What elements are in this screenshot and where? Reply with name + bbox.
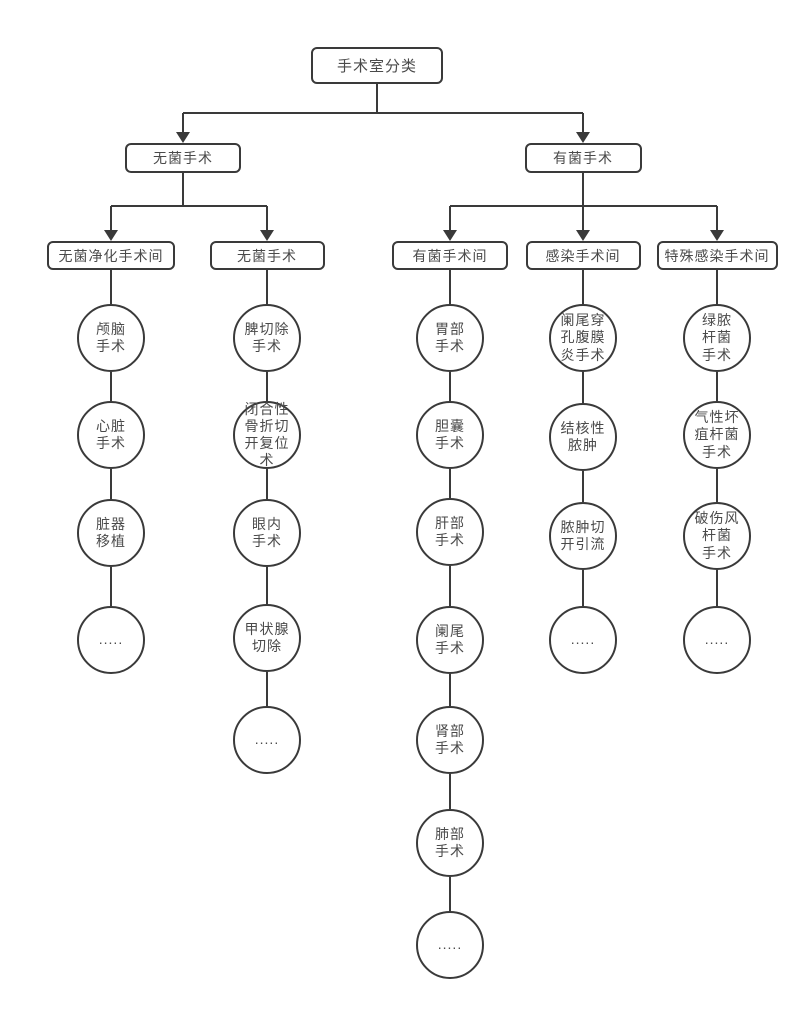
node-surgery-4-1: 气性坏 疽杆菌 手术 <box>683 401 751 469</box>
node-surgery-4-0: 绿脓 杆菌 手术 <box>683 304 751 372</box>
node-surgery-1-4: ..... <box>233 706 301 774</box>
node-surgery-2-5: 肺部 手术 <box>416 809 484 877</box>
node-surgery-3-3: ..... <box>549 606 617 674</box>
node-surgery-2-2: 肝部 手术 <box>416 498 484 566</box>
node-surgery-3-2: 脓肿切 开引流 <box>549 502 617 570</box>
node-surgery-0-2: 脏器 移植 <box>77 499 145 567</box>
node-surgery-2-3: 阑尾 手术 <box>416 606 484 674</box>
node-room-4: 特殊感染手术间 <box>656 241 778 270</box>
node-room-2: 有菌手术间 <box>392 241 508 270</box>
node-branch-0: 无菌手术 <box>125 143 241 173</box>
node-surgery-1-2: 眼内 手术 <box>233 499 301 567</box>
node-surgery-1-0: 脾切除 手术 <box>233 304 301 372</box>
node-surgery-0-3: ..... <box>77 606 145 674</box>
node-room-3: 感染手术间 <box>525 241 641 270</box>
node-surgery-3-0: 阑尾穿 孔腹膜 炎手术 <box>549 304 617 372</box>
node-room-1: 无菌手术 <box>209 241 325 270</box>
node-branch-1: 有菌手术 <box>524 143 642 173</box>
node-surgery-2-0: 胃部 手术 <box>416 304 484 372</box>
node-surgery-0-1: 心脏 手术 <box>77 401 145 469</box>
node-root: 手术室分类 <box>311 46 443 84</box>
node-surgery-2-1: 胆囊 手术 <box>416 401 484 469</box>
node-surgery-1-1: 闭合性 骨折切 开复位 术 <box>233 401 301 469</box>
node-surgery-2-6: ..... <box>416 911 484 979</box>
node-room-0: 无菌净化手术间 <box>47 241 175 270</box>
node-surgery-3-1: 结核性 脓肿 <box>549 403 617 471</box>
node-surgery-0-0: 颅脑 手术 <box>77 304 145 372</box>
node-surgery-2-4: 肾部 手术 <box>416 706 484 774</box>
node-surgery-1-3: 甲状腺 切除 <box>233 604 301 672</box>
node-surgery-4-2: 破伤风 杆菌 手术 <box>683 502 751 570</box>
node-surgery-4-3: ..... <box>683 606 751 674</box>
